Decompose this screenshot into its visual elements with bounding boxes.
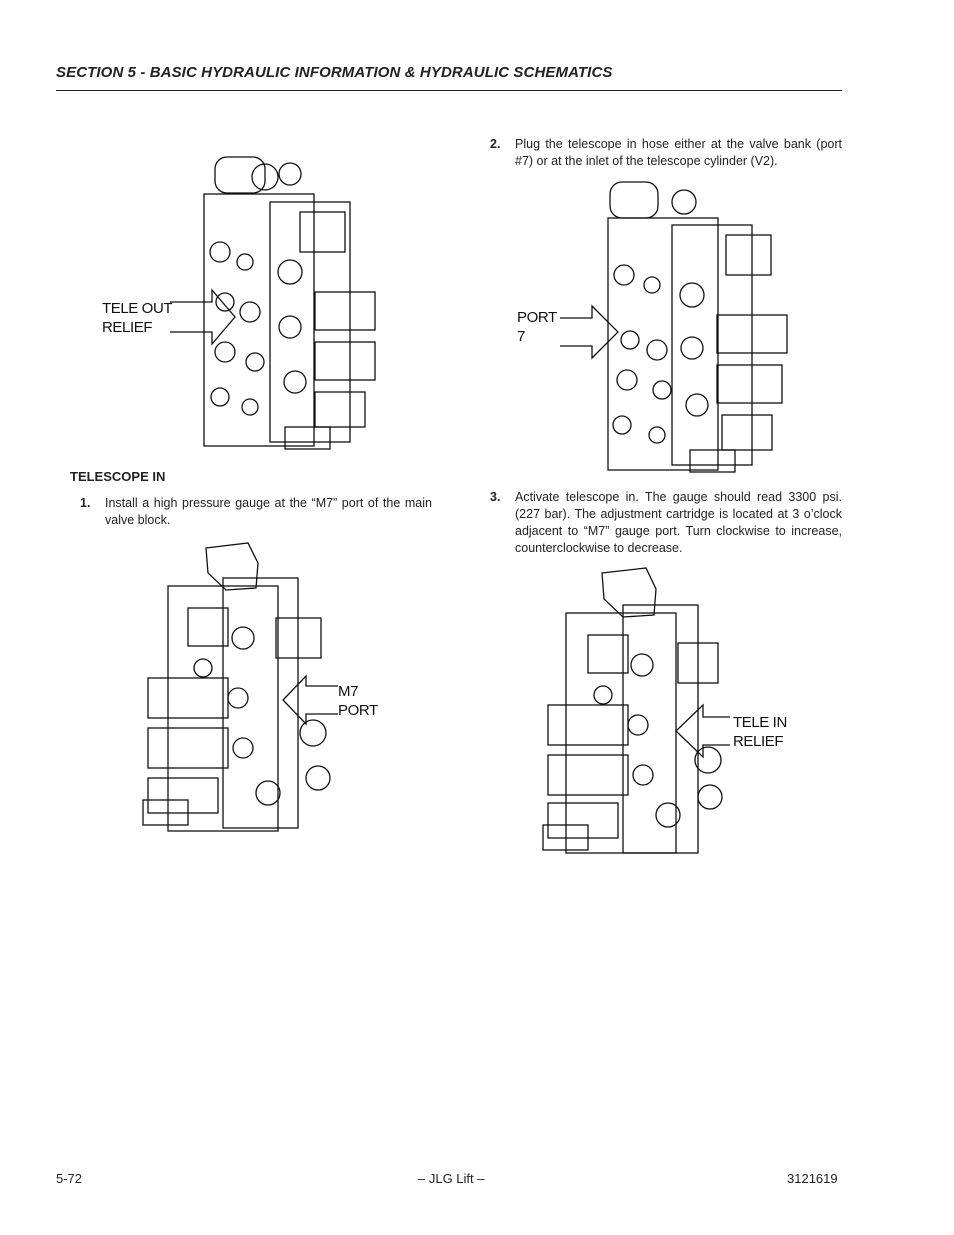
footer-center: – JLG Lift – xyxy=(418,1171,485,1186)
callout-label: PORT 7 xyxy=(517,309,557,345)
valve-block-drawing xyxy=(142,542,338,832)
valve-block-drawing xyxy=(560,181,788,473)
callout-label: TELE OUT RELIEF xyxy=(102,300,173,336)
section-heading: TELESCOPE IN xyxy=(70,469,166,484)
valve-block-drawing xyxy=(542,567,730,854)
step-text: Activate telescope in. The gauge should … xyxy=(515,490,842,555)
step-3: 3. Activate telescope in. The gauge shou… xyxy=(490,489,842,559)
section-title: SECTION 5 - BASIC HYDRAULIC INFORMATION … xyxy=(56,64,613,81)
valve-block-figure-port-7: PORT 7 xyxy=(512,180,802,475)
valve-block-figure-tele-in: TELE IN RELIEF xyxy=(538,565,788,860)
step-number: 3. xyxy=(490,490,501,504)
callout-label: TELE IN RELIEF xyxy=(733,714,787,750)
valve-block-figure-m7-port: M7 PORT xyxy=(128,538,388,838)
step-number: 2. xyxy=(490,137,501,151)
callout-label: M7 PORT xyxy=(338,683,378,719)
step-number: 1. xyxy=(80,496,91,510)
step-text: Plug the telescope in hose either at the… xyxy=(515,137,842,168)
page-number: 5-72 xyxy=(56,1171,83,1186)
step-1: 1. Install a high pressure gauge at the … xyxy=(80,495,432,531)
valve-block-drawing xyxy=(170,156,376,450)
step-text: Install a high pressure gauge at the “M7… xyxy=(105,496,432,527)
document-number: 3121619 xyxy=(787,1171,838,1186)
step-2: 2. Plug the telescope in hose either at … xyxy=(490,136,842,172)
header-divider xyxy=(56,90,842,91)
valve-block-figure-tele-out: TELE OUT RELIEF xyxy=(100,152,400,452)
